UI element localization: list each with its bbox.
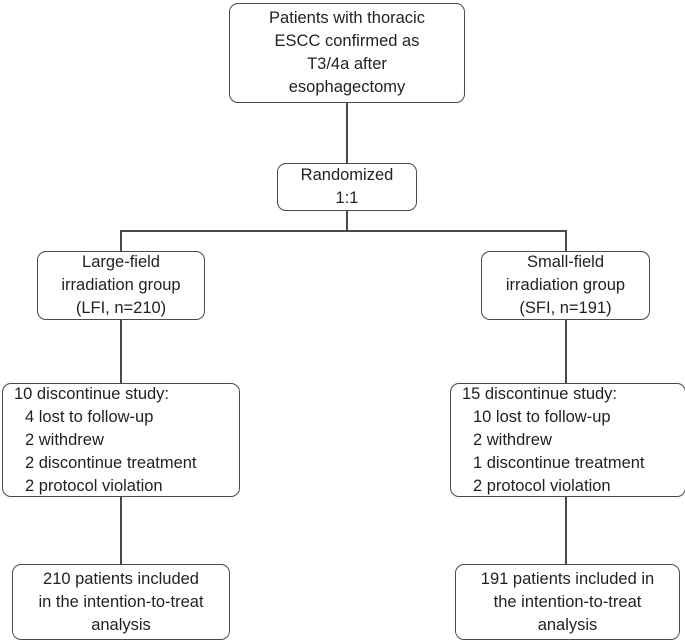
lfi-discontinue-line-4: 2 discontinue treatment (25, 453, 197, 472)
sfi-discontinue-line-4: 1 discontinue treatment (473, 453, 645, 472)
enrollment-line-4: esophagectomy (288, 78, 406, 96)
lfi-analysis-line-3: analysis (91, 615, 151, 634)
lfi-analysis-box: 210 patients included in the intention-t… (12, 564, 230, 640)
sfi-discontinue-line-5: 2 protocol violation (473, 476, 611, 495)
connector-sfi-discontinue-to-analysis (565, 497, 567, 565)
lfi-discontinue-line-3: 2 withdrew (25, 430, 104, 449)
lfi-group-line-3: (LFI, n=210) (75, 299, 167, 317)
sfi-analysis-line-1: 191 patients included in (480, 569, 655, 588)
lfi-discontinue-line-2: 4 lost to follow-up (25, 407, 154, 426)
connector-randomization-stem (346, 211, 348, 231)
sfi-analysis-line-3: analysis (537, 615, 598, 634)
connector-split-to-sfi (565, 230, 567, 252)
lfi-group-line-2: irradiation group (61, 276, 181, 294)
randomization-line-2: 1:1 (335, 189, 359, 207)
connector-split-to-lfi (120, 230, 122, 252)
sfi-analysis-box: 191 patients included in the intention-t… (455, 564, 680, 640)
sfi-group-line-1: Small-field (526, 253, 605, 271)
enrollment-line-3: T3/4a after (307, 55, 387, 73)
enrollment-line-1: Patients with thoracic (269, 9, 425, 27)
lfi-analysis-line-1: 210 patients included (43, 569, 199, 588)
sfi-discontinue-line-3: 2 withdrew (473, 430, 552, 449)
lfi-group-line-1: Large-field (82, 253, 160, 271)
sfi-analysis-line-2: the intention-to-treat (493, 592, 642, 611)
connector-enrollment-to-randomization (346, 103, 348, 163)
lfi-discontinue-line-1: 10 discontinue study: (14, 384, 170, 403)
lfi-discontinue-box: 10 discontinue study: 4 lost to follow-u… (2, 383, 240, 497)
connector-sfi-to-discontinue (565, 320, 567, 384)
sfi-discontinue-box: 15 discontinue study: 10 lost to follow-… (450, 383, 685, 497)
sfi-group-line-3: (SFI, n=191) (519, 299, 612, 317)
sfi-group-line-2: irradiation group (505, 276, 626, 294)
lfi-analysis-line-2: in the intention-to-treat (38, 592, 204, 611)
randomization-line-1: Randomized (300, 166, 394, 184)
lfi-discontinue-line-5: 2 protocol violation (25, 476, 163, 495)
sfi-discontinue-line-2: 10 lost to follow-up (473, 407, 611, 426)
sfi-group-box: Small-field irradiation group (SFI, n=19… (481, 251, 650, 320)
connector-lfi-discontinue-to-analysis (120, 497, 122, 565)
enrollment-line-2: ESCC confirmed as (274, 32, 420, 50)
enrollment-box: Patients with thoracic ESCC confirmed as… (229, 3, 465, 103)
sfi-discontinue-line-1: 15 discontinue study: (462, 384, 618, 403)
randomization-box: Randomized 1:1 (277, 163, 417, 211)
connector-lfi-to-discontinue (120, 320, 122, 384)
lfi-group-box: Large-field irradiation group (LFI, n=21… (37, 251, 205, 320)
connector-randomization-split (120, 230, 567, 232)
